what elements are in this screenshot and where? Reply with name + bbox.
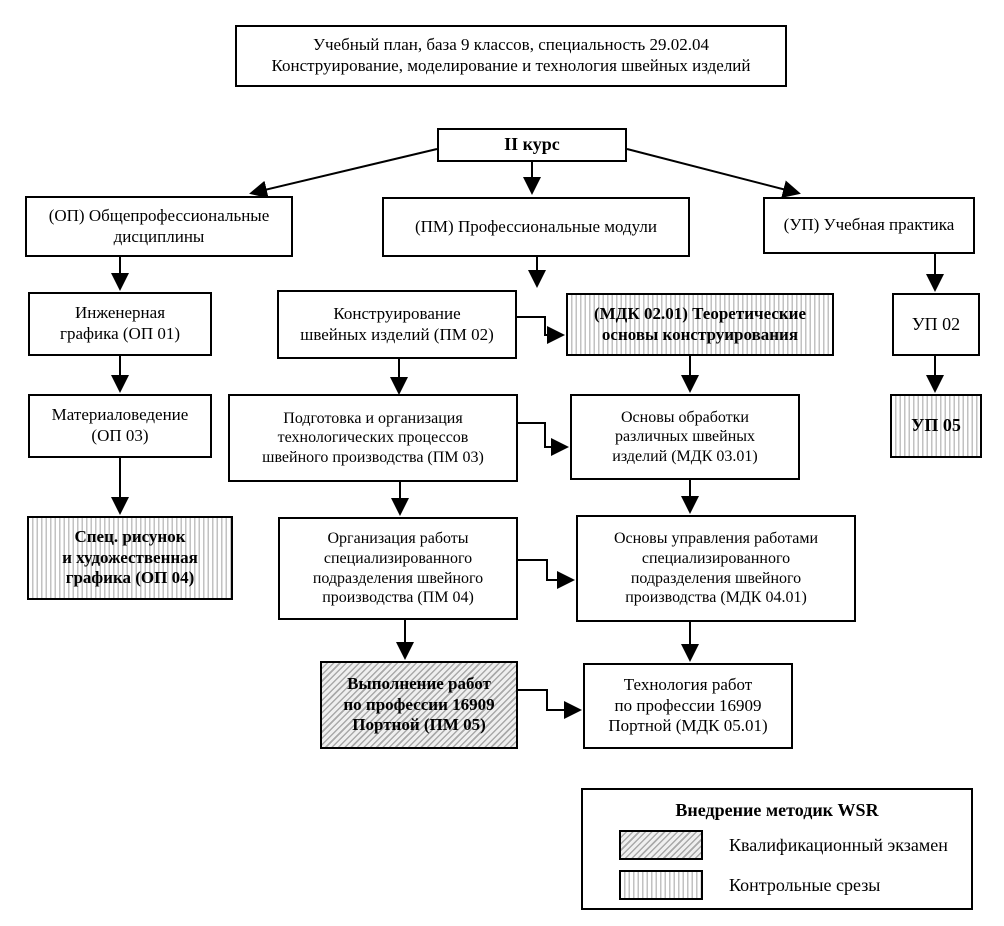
legend-swatch-control-checks: [619, 870, 703, 900]
legend-label-control-checks: Контрольные срезы: [729, 875, 881, 895]
node-up05: УП 05: [890, 394, 982, 458]
node-pm05: Выполнение работ по профессии 16909 Порт…: [320, 661, 518, 749]
node-mdk0301: Основы обработки различных швейных издел…: [570, 394, 800, 480]
node-pm03: Подготовка и организация технологических…: [228, 394, 518, 482]
node-branch-up: (УП) Учебная практика: [763, 197, 975, 254]
node-mdk0201: (МДК 02.01) Теоретические основы констру…: [566, 293, 834, 356]
node-op04: Спец. рисунок и художественная графика (…: [27, 516, 233, 600]
node-curriculum-title: Учебный план, база 9 классов, специально…: [235, 25, 787, 87]
node-mdk0501: Технология работ по профессии 16909 Порт…: [583, 663, 793, 749]
node-mdk0401: Основы управления работами специализиров…: [576, 515, 856, 622]
node-branch-pm: (ПМ) Профессиональные модули: [382, 197, 690, 257]
node-pm04: Организация работы специализированного п…: [278, 517, 518, 620]
node-op03: Материаловедение (ОП 03): [28, 394, 212, 458]
node-pm02: Конструирование швейных изделий (ПМ 02): [277, 290, 517, 359]
legend-box: Внедрение методик WSR Квалификационный э…: [581, 788, 973, 910]
legend-label-qualification-exam: Квалификационный экзамен: [729, 835, 948, 855]
node-branch-op: (ОП) Общепрофессиональные дисциплины: [25, 196, 293, 257]
node-course-2: II курс: [437, 128, 627, 162]
node-op01: Инженерная графика (ОП 01): [28, 292, 212, 356]
legend-title: Внедрение методик WSR: [675, 800, 879, 820]
node-up02: УП 02: [892, 293, 980, 356]
legend-swatch-qualification-exam: [619, 830, 703, 860]
